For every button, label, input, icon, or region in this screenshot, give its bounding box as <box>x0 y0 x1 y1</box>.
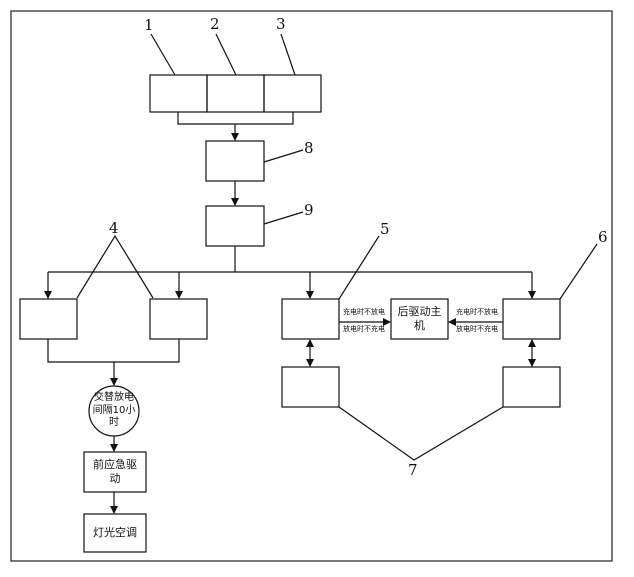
top-collector <box>177 112 294 125</box>
box-2 <box>206 74 265 113</box>
alternate-text: 交替放电间隔10小时 <box>92 392 136 429</box>
label-4: 4 <box>109 219 119 237</box>
leaders-4 <box>76 234 154 299</box>
leader-8 <box>263 149 304 163</box>
label-2: 2 <box>210 15 220 33</box>
box-7a <box>281 366 340 408</box>
leader-1 <box>150 33 176 76</box>
label-1: 1 <box>144 16 154 34</box>
label-3: 3 <box>276 15 286 33</box>
box-6 <box>502 298 561 340</box>
collector-4 <box>47 339 180 363</box>
rear-host-text: 后驱动主机 <box>397 305 442 332</box>
box-4b <box>149 298 208 340</box>
box-5 <box>281 298 340 340</box>
label-9: 9 <box>304 201 314 219</box>
label-8: 8 <box>304 139 314 157</box>
box-8 <box>205 140 265 182</box>
leader-5 <box>338 235 380 300</box>
left-charge-note: 充电时不放电 <box>343 308 385 316</box>
lights-text: 灯光空调 <box>93 526 137 540</box>
leader-3 <box>280 33 296 76</box>
leaders-7 <box>338 406 504 461</box>
front-drive-text: 前应急驱动 <box>93 458 137 485</box>
right-discharge-note: 放电时不充电 <box>456 325 498 333</box>
label-7: 7 <box>408 461 418 479</box>
outer-border <box>10 10 613 562</box>
left-discharge-note: 放电时不充电 <box>343 325 385 333</box>
box-1 <box>149 74 208 113</box>
label-6: 6 <box>598 228 608 246</box>
box-lights <box>83 513 147 553</box>
leader-6 <box>559 243 598 300</box>
box-front-drive <box>83 451 147 493</box>
right-charge-note: 充电时不放电 <box>456 308 498 316</box>
leader-2 <box>215 33 237 76</box>
box-9 <box>205 205 265 247</box>
leader-9 <box>263 211 304 225</box>
box-7b <box>502 366 561 408</box>
box-4a <box>19 298 78 340</box>
box-3 <box>263 74 322 113</box>
label-5: 5 <box>380 220 390 238</box>
